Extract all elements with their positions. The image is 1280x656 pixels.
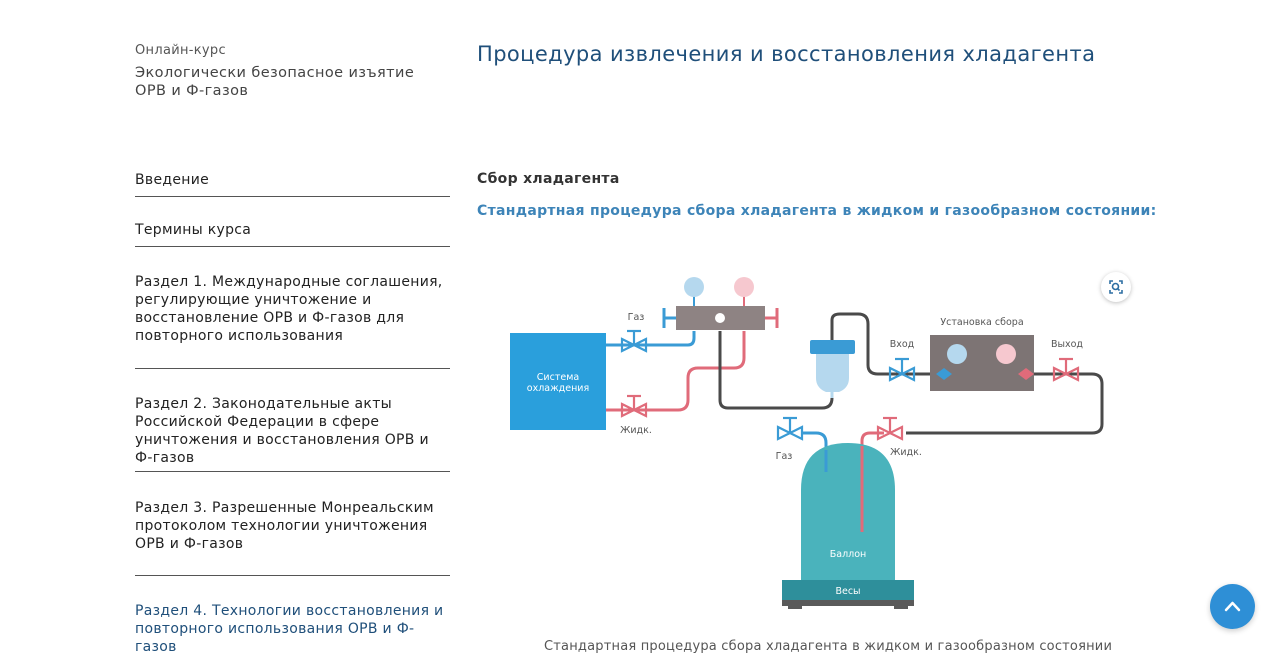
scale-top [782,580,914,600]
tank-liquid-valve-icon [876,416,904,441]
liquid-pipe-system-manifold [606,331,746,412]
tank-gas-pipe [802,431,828,472]
system-label-1: Система [537,372,579,383]
course-kicker: Онлайн-курс [135,43,226,58]
gas-valve-icon [620,329,648,353]
gas-pipe-system-manifold [606,331,696,347]
refrigeration-system-block [510,333,606,430]
tank-gas-label: Газ [776,451,793,462]
zoom-in-icon [1109,280,1123,294]
filter-drier-icon [810,320,855,398]
recovery-unit [930,335,1034,391]
cylinder-label: Баллон [830,549,867,560]
outlet-label: Выход [1051,339,1083,350]
tank-liquid-pipe [860,431,884,532]
scale-base [782,600,914,606]
sidebar-item-section-1[interactable]: Раздел 1. Международные соглашения, регу… [135,273,450,369]
sidebar-item-section-3[interactable]: Раздел 3. Разрешенные Монреальским прото… [135,499,450,576]
outlet-valve-icon [1052,357,1080,382]
sidebar-item-section-4[interactable]: Раздел 4. Технологии восстановления и по… [135,603,444,655]
diagram-caption: Стандартная процедура сбора хладагента в… [544,639,1113,654]
refrigerant-recovery-diagram: Система охлаждения Газ Жидк. [510,277,1104,609]
page-title: Процедура извлечения и восстановления хл… [477,42,1096,66]
sidebar-nav: Введение Термины курса Раздел 1. Междуна… [135,171,450,656]
section-subheading: Стандартная процедура сбора хладагента в… [477,203,1157,219]
sidebar-item-terms[interactable]: Термины курса [135,221,450,247]
zoom-image-button[interactable] [1101,272,1131,302]
manifold-filter-pipe [718,312,932,410]
inlet-valve-icon [888,357,916,382]
refrigerant-cylinder [801,443,895,580]
system-label-2: охлаждения [527,383,589,394]
inlet-label: Вход [890,339,915,350]
sidebar-item-section-2[interactable]: Раздел 2. Законодательные акты Российско… [135,395,450,472]
tank-gas-valve-icon [776,416,804,441]
tank-liquid-label: Жидк. [890,447,922,458]
gas-label: Газ [628,312,645,323]
high-pressure-gauge-icon [734,277,754,297]
recovery-unit-label: Установка сбора [940,317,1023,328]
sidebar-item-intro[interactable]: Введение [135,171,450,197]
liquid-label: Жидк. [620,425,652,436]
liquid-valve-icon [620,394,648,418]
scroll-to-top-button[interactable] [1210,584,1255,629]
chevron-up-icon [1224,601,1241,612]
course-title: Экологически безопасное изъятие ОРВ и Ф-… [135,65,415,99]
manifold-gauge [662,277,779,330]
section-heading: Сбор хладагента [477,171,620,187]
scale-label: Весы [835,586,860,597]
outlet-pipe [906,372,1104,435]
low-pressure-gauge-icon [684,277,704,297]
